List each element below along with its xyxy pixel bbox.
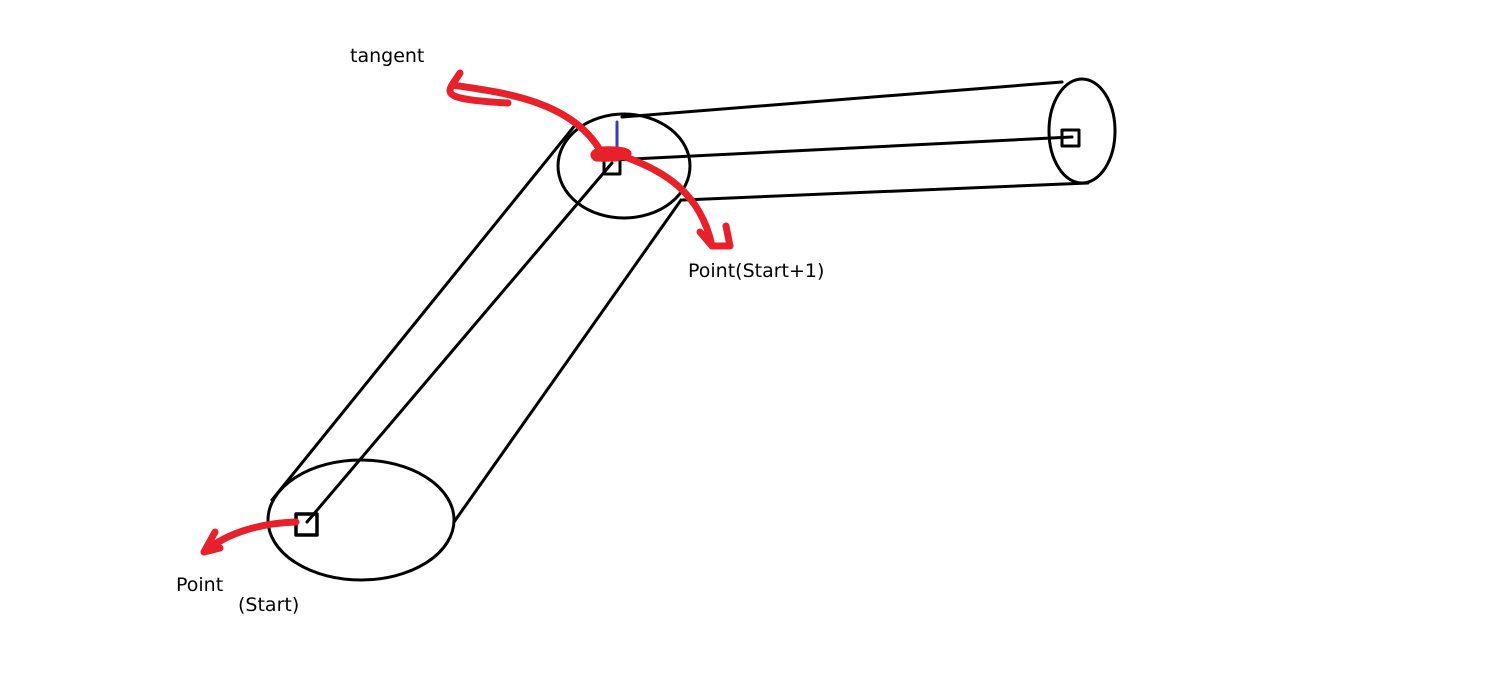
point-start-arrow	[200, 518, 300, 556]
start-subscript-label: (Start)	[238, 594, 300, 616]
far-point-marker	[1060, 128, 1081, 148]
far-end-cap	[1047, 77, 1117, 185]
annotation-arrows	[200, 69, 734, 556]
upper-cylinder-axis	[610, 135, 1074, 162]
point-start-marker	[294, 512, 319, 537]
upper-cylinder-edge-top	[620, 80, 1064, 119]
lower-cylinder-axis	[305, 161, 614, 524]
lower-cylinder-edge-right	[452, 198, 683, 524]
tangent-arrow	[446, 69, 604, 154]
lower-cylinder-edge-left	[270, 122, 578, 502]
point-label: Point	[176, 574, 224, 596]
lower-cylinder	[266, 122, 683, 582]
upper-cylinder-edge-bottom	[681, 181, 1090, 202]
tangent-label: tangent	[350, 45, 425, 67]
upper-cylinder	[610, 77, 1117, 202]
point-start-plus-one-label: Point(Start+1)	[688, 260, 825, 282]
joint-cross-section	[556, 112, 692, 220]
joint-swirl-arrow	[590, 146, 734, 250]
